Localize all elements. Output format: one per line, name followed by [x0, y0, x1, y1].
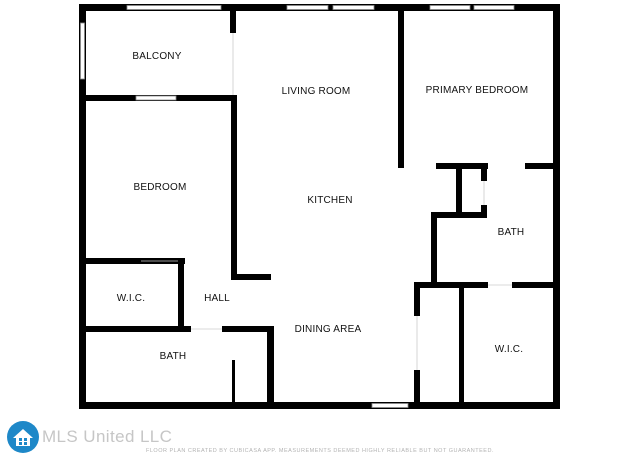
wall-bath-right-bottom-a	[416, 282, 488, 288]
wall-closet-right-low	[481, 205, 487, 218]
wall-wic-bottom	[79, 326, 191, 332]
wall-bedroom-bottom	[79, 258, 185, 264]
outer-wall-left	[79, 4, 86, 409]
wall-bedroom-right	[231, 95, 237, 278]
wall-closet-left	[456, 163, 462, 218]
wall-bath-right-left	[431, 212, 437, 287]
label-bath-left: BATH	[160, 351, 187, 362]
label-primary-bedroom: PRIMARY BEDROOM	[426, 85, 529, 96]
wall-bedroom-stub	[231, 274, 271, 280]
label-balcony: BALCONY	[132, 51, 181, 62]
outer-wall-right	[553, 4, 560, 409]
wall-closet-bottom	[432, 212, 487, 218]
wall-balcony-right	[230, 11, 236, 33]
label-hall: HALL	[204, 293, 230, 304]
window-top-left	[126, 5, 222, 10]
windows	[80, 5, 515, 408]
window-top-primary-b	[473, 5, 515, 10]
door-openings	[141, 33, 512, 370]
outer-wall-bottom	[79, 402, 560, 409]
window-top-living-b	[332, 5, 375, 10]
label-living-room: LIVING ROOM	[282, 86, 351, 97]
window-bedroom-top	[135, 95, 177, 101]
label-wic-left: W.I.C.	[117, 293, 145, 304]
wall-wic-right-left-low	[414, 370, 420, 406]
wall-bath-right-bottom-b	[512, 282, 560, 288]
wall-bath-inner	[232, 360, 235, 404]
wall-primary-bottom-b	[525, 163, 560, 169]
window-top-primary-a	[429, 5, 471, 10]
label-wic-right: W.I.C.	[495, 344, 523, 355]
wall-bath-right	[267, 326, 274, 406]
room-labels: BALCONY LIVING ROOM PRIMARY BEDROOM BEDR…	[117, 51, 529, 362]
watermark: MLS United LLC	[6, 420, 172, 454]
label-bedroom: BEDROOM	[133, 182, 186, 193]
label-dining-area: DINING AREA	[295, 324, 362, 335]
window-top-living-a	[286, 5, 329, 10]
walls	[79, 4, 560, 409]
label-kitchen: KITCHEN	[307, 195, 352, 206]
wall-bath-top	[222, 326, 274, 332]
wall-wic-right	[178, 258, 184, 332]
wall-closet-right	[481, 163, 487, 181]
wall-wic-right-divider	[459, 287, 464, 406]
watermark-text: MLS United LLC	[42, 427, 173, 446]
window-balcony-left	[80, 22, 85, 80]
window-bottom-dining	[371, 403, 409, 408]
footer-disclaimer: FLOOR PLAN CREATED BY CUBICASA APP. MEAS…	[146, 448, 494, 454]
house-logo-icon	[7, 421, 39, 453]
wall-wic-right-left	[414, 282, 420, 316]
label-bath-right: BATH	[498, 227, 525, 238]
wall-primary-left	[398, 11, 404, 168]
